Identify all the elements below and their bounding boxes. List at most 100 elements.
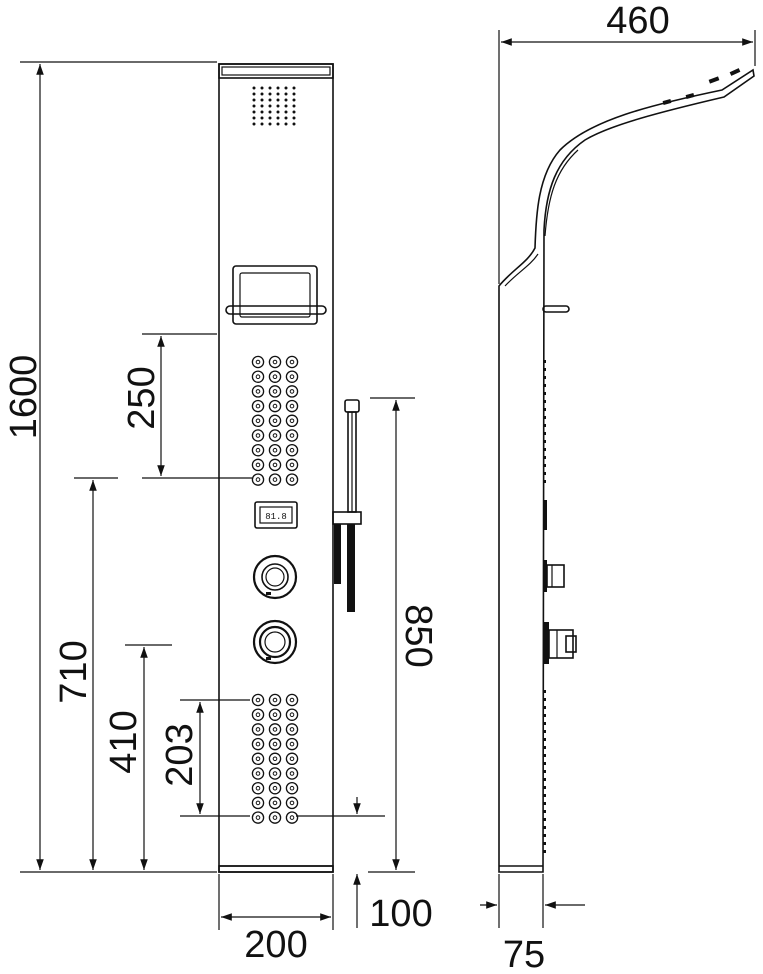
side-knob-1 (543, 560, 565, 592)
jet-nozzle (251, 399, 265, 413)
nozzle-dot (268, 86, 272, 90)
side-jet (543, 834, 546, 837)
hand-shower (332, 399, 362, 612)
side-jet (543, 754, 546, 757)
jet-nozzle (251, 737, 265, 751)
dim-1600-label: 1600 (3, 355, 45, 440)
dim-75-label: 75 (503, 934, 545, 974)
side-jet (543, 786, 546, 789)
dim-410-label: 410 (103, 710, 145, 773)
nozzle-dot (260, 86, 264, 90)
jet-nozzle (285, 414, 299, 428)
jet-nozzle (251, 767, 265, 780)
side-jets (543, 360, 546, 853)
jet-nozzle (251, 355, 265, 369)
nozzle-dot (252, 116, 256, 120)
side-jet (543, 778, 546, 781)
top-cap-inner (221, 66, 331, 76)
bottom-cap (218, 865, 334, 873)
side-jet (543, 480, 546, 483)
nozzle-dot (284, 104, 288, 108)
nozzle-dot (292, 110, 296, 114)
nozzle-dot (276, 122, 280, 126)
dim-710-label: 710 (53, 640, 95, 703)
side-jet (543, 408, 546, 411)
dimension-lines (20, 30, 756, 930)
nozzle-dot (252, 122, 256, 126)
nozzle-dot (276, 110, 280, 114)
rain-head-nozzles (252, 86, 296, 126)
nozzle-dot (260, 110, 264, 114)
shelf (225, 265, 327, 325)
side-jet (543, 762, 546, 765)
jet-nozzle (268, 399, 282, 413)
nozzle-dot (252, 98, 256, 102)
jet-nozzle (268, 458, 282, 472)
side-jet (543, 714, 546, 717)
side-jet (543, 360, 546, 363)
dim-100-label: 100 (369, 893, 432, 935)
side-shelf (542, 305, 570, 313)
jet-nozzle (251, 708, 265, 721)
jet-nozzle (285, 781, 299, 795)
side-jet (543, 746, 546, 749)
nozzle-dot (276, 86, 280, 90)
jet-nozzle (285, 767, 299, 780)
nozzle-dot (268, 122, 272, 126)
side-knob-2 (543, 622, 577, 664)
nozzle-dot (292, 104, 296, 108)
nozzle-dot (292, 98, 296, 102)
nozzle-dot (276, 104, 280, 108)
side-jet (543, 392, 546, 395)
nozzle-dot (260, 104, 264, 108)
dim-203-label: 203 (159, 723, 201, 786)
jet-nozzle (251, 443, 265, 457)
jet-nozzle (285, 355, 299, 369)
jet-nozzle (285, 737, 299, 751)
side-jet (543, 826, 546, 829)
jet-nozzle (285, 811, 299, 824)
nozzle-dot (284, 116, 288, 120)
jet-nozzle (268, 723, 282, 736)
jet-nozzle (268, 796, 282, 810)
jet-nozzle (268, 693, 282, 707)
side-jet (543, 698, 546, 701)
body-jets-upper (251, 355, 299, 486)
jet-nozzle (268, 443, 282, 457)
nozzle-dot (260, 92, 264, 96)
diverter-knob (252, 554, 298, 600)
jet-nozzle (268, 708, 282, 721)
front-view: 81.8 (218, 63, 362, 873)
display-readout: 81.8 (265, 512, 287, 522)
side-jet (543, 432, 546, 435)
nozzle-dot (284, 110, 288, 114)
side-jet (543, 738, 546, 741)
jet-nozzle (285, 443, 299, 457)
nozzle-dot (284, 86, 288, 90)
nozzle-dot (276, 98, 280, 102)
jet-nozzle (285, 458, 299, 472)
jet-nozzle (251, 370, 265, 383)
nozzle-dot (252, 86, 256, 90)
nozzle-dot (292, 116, 296, 120)
jet-nozzle (285, 473, 299, 486)
jet-nozzle (285, 370, 299, 383)
jet-nozzle (285, 752, 299, 766)
jet-nozzle (251, 414, 265, 428)
side-jet (543, 770, 546, 773)
side-jet (543, 464, 546, 467)
side-view (498, 68, 755, 873)
side-jet (543, 456, 546, 459)
jet-nozzle (285, 796, 299, 810)
jet-nozzle (251, 473, 265, 486)
side-jet (543, 384, 546, 387)
side-jet (543, 850, 546, 853)
side-jet (543, 810, 546, 813)
dimension-labels: 460 1600 250 710 410 203 850 100 200 75 (3, 0, 670, 974)
nozzle-dot (268, 110, 272, 114)
nozzle-dot (268, 92, 272, 96)
nozzle-dot (284, 92, 288, 96)
nozzle-dot (284, 122, 288, 126)
dim-250-label: 250 (121, 366, 163, 429)
